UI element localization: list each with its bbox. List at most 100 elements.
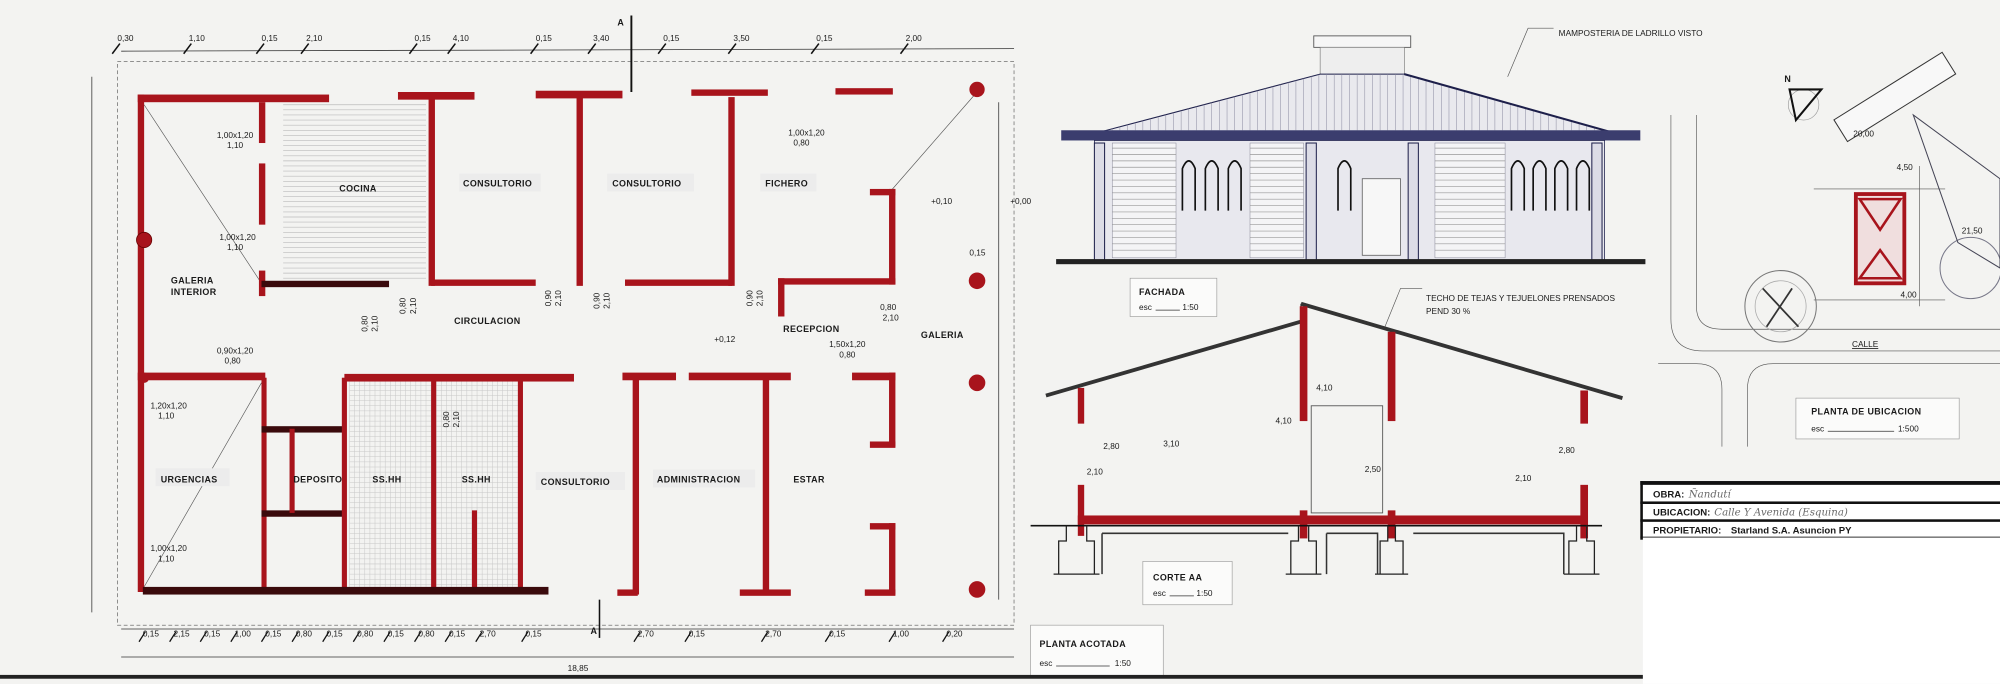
masonry-note: MAMPOSTERIA DE LADRILLO VISTO — [1559, 28, 1703, 38]
room-label-cocina: COCINA — [339, 183, 377, 193]
footings — [1053, 525, 1600, 575]
arched-window — [1181, 160, 1196, 211]
sheet-border-bottom — [0, 674, 1643, 679]
section-marker-top: A — [617, 18, 624, 28]
ubicacion-value: Calle Y Avenida (Esquina) — [1714, 506, 1848, 518]
opening-dimension: 0,80 — [359, 315, 369, 332]
bottom-dimension: 1,00 — [235, 629, 252, 639]
section-scale: 1:50 — [1196, 588, 1213, 598]
bottom-dimension: 0,80 — [296, 629, 313, 639]
opening-dimension: 1,50x1,20 — [829, 339, 866, 349]
columns — [136, 81, 986, 598]
obra-label: OBRA: — [1653, 490, 1684, 501]
opening-dimension: 0,80 — [839, 349, 856, 359]
arched-window — [1227, 160, 1242, 211]
bottom-dimension: 2,70 — [638, 629, 655, 639]
top-dimension: 0,15 — [536, 33, 553, 43]
section-dimension: 2,80 — [1559, 445, 1576, 455]
opening-dimension: 1,10 — [227, 242, 244, 252]
opening-dimension: 0,80 — [441, 411, 451, 428]
top-dimension: 2,00 — [906, 33, 923, 43]
facade-column — [1407, 142, 1419, 261]
bottom-dimension: 0,15 — [526, 629, 543, 639]
arched-window — [1554, 160, 1569, 211]
opening-dimension: 1,10 — [227, 140, 244, 150]
room-label-sshh-2: SS.HH — [462, 474, 491, 484]
location-dim-3: 21,50 — [1962, 226, 1983, 236]
shutters — [1111, 142, 1506, 259]
arched-window — [1204, 160, 1219, 211]
chimney-cap — [1313, 35, 1412, 48]
bottom-dimension: 0,15 — [143, 629, 160, 639]
bottom-dimension: 1,00 — [893, 629, 910, 639]
section-dimension: 2,80 — [1103, 441, 1120, 451]
facade-column — [1093, 142, 1106, 261]
room-label-circulacion: CIRCULACION — [454, 316, 521, 326]
room-label-urgencias: URGENCIAS — [161, 474, 218, 484]
title-block: OBRA: Ñandutí UBICACION: Calle Y Avenida… — [1640, 481, 2000, 684]
top-dimension-line — [121, 48, 1015, 52]
room-label-sshh-1: SS.HH — [372, 474, 401, 484]
roof-note-2: PEND 30 % — [1426, 306, 1471, 316]
opening-dimension: 2,10 — [602, 292, 612, 309]
lot-building — [1853, 192, 1907, 286]
north-arrow-icon — [1788, 88, 1824, 123]
bottom-dimension: 2,15 — [173, 629, 190, 639]
foundation-beam — [1101, 532, 1565, 575]
room-labels: COCINA CONSULTORIO CONSULTORIO FICHERO C… — [155, 173, 964, 490]
room-label-consultorio-2: CONSULTORIO — [612, 178, 681, 188]
footing — [1053, 525, 1100, 575]
footing — [1563, 525, 1600, 575]
bottom-dimension: 0,20 — [946, 629, 963, 639]
plan-scale-prefix: esc — [1040, 658, 1053, 668]
opening-dimension: 0,80 — [224, 356, 241, 366]
chimney — [1319, 47, 1405, 79]
shutter-panel — [1434, 142, 1506, 259]
roof-tiles — [1104, 74, 1603, 131]
opening-dimension: 0,80 — [880, 302, 897, 312]
section-aa: TECHO DE TEJAS Y TEJUELONES PRENSADOS PE… — [1030, 288, 1623, 606]
opening-dimension: 1,00x1,20 — [788, 127, 825, 137]
footing — [1375, 525, 1409, 575]
opening-dimension: 0,80 — [793, 138, 810, 148]
section-roof-left — [1045, 319, 1302, 398]
opening-dimension: 2,10 — [883, 312, 900, 322]
front-door — [1361, 178, 1401, 256]
bottom-dimension: 0,80 — [418, 629, 435, 639]
facade-column — [1305, 142, 1317, 261]
room-label-estar: ESTAR — [793, 474, 825, 484]
location-title-box — [1795, 397, 1960, 440]
location-scale: 1:500 — [1898, 423, 1919, 433]
propietario-label: PROPIETARIO: — [1653, 525, 1721, 536]
top-dimension: 1,10 — [189, 33, 206, 43]
plan-title-box — [1030, 624, 1164, 677]
section-title: CORTE AA — [1153, 573, 1202, 583]
roof-note-1: TECHO DE TEJAS Y TEJUELONES PRENSADOS — [1426, 293, 1615, 303]
shutter-panel — [1249, 142, 1304, 259]
top-dimension: 4,10 — [453, 33, 470, 43]
opening-dimension: 1,00x1,20 — [217, 130, 254, 140]
kitchen-tiles — [283, 104, 427, 279]
location-dim-4: 4,00 — [1901, 289, 1918, 299]
galeria-diagonal — [143, 104, 262, 284]
opening-dimension: 2,10 — [755, 290, 765, 307]
section-dimension: 2,50 — [1365, 464, 1382, 474]
arched-window — [1337, 160, 1352, 211]
opening-dimension: 1,00x1,20 — [151, 543, 188, 553]
arched-window — [1575, 160, 1591, 211]
bottom-dimension: 0,15 — [204, 629, 221, 639]
room-label-galeria: GALERIA — [921, 330, 964, 340]
facade-elevation: MAMPOSTERIA DE LADRILLO VISTO FACHADA es… — [1056, 28, 1703, 317]
bottom-dimension: 2,70 — [765, 629, 782, 639]
bottom-dimension: 0,15 — [265, 629, 282, 639]
facade-wall — [1094, 140, 1605, 261]
floor-plan: A A COCINA CONSULTORIO CONSULTORIO FICHE… — [91, 15, 1164, 677]
location-plan: N CALLE 20,00 4,50 21,50 4,00 PLANTA DE … — [1658, 51, 2000, 447]
facade-roof — [1096, 73, 1614, 134]
location-dim-2: 4,50 — [1897, 162, 1914, 172]
bottom-dimension: 2,70 — [480, 629, 497, 639]
top-dimension: 0,15 — [415, 33, 432, 43]
